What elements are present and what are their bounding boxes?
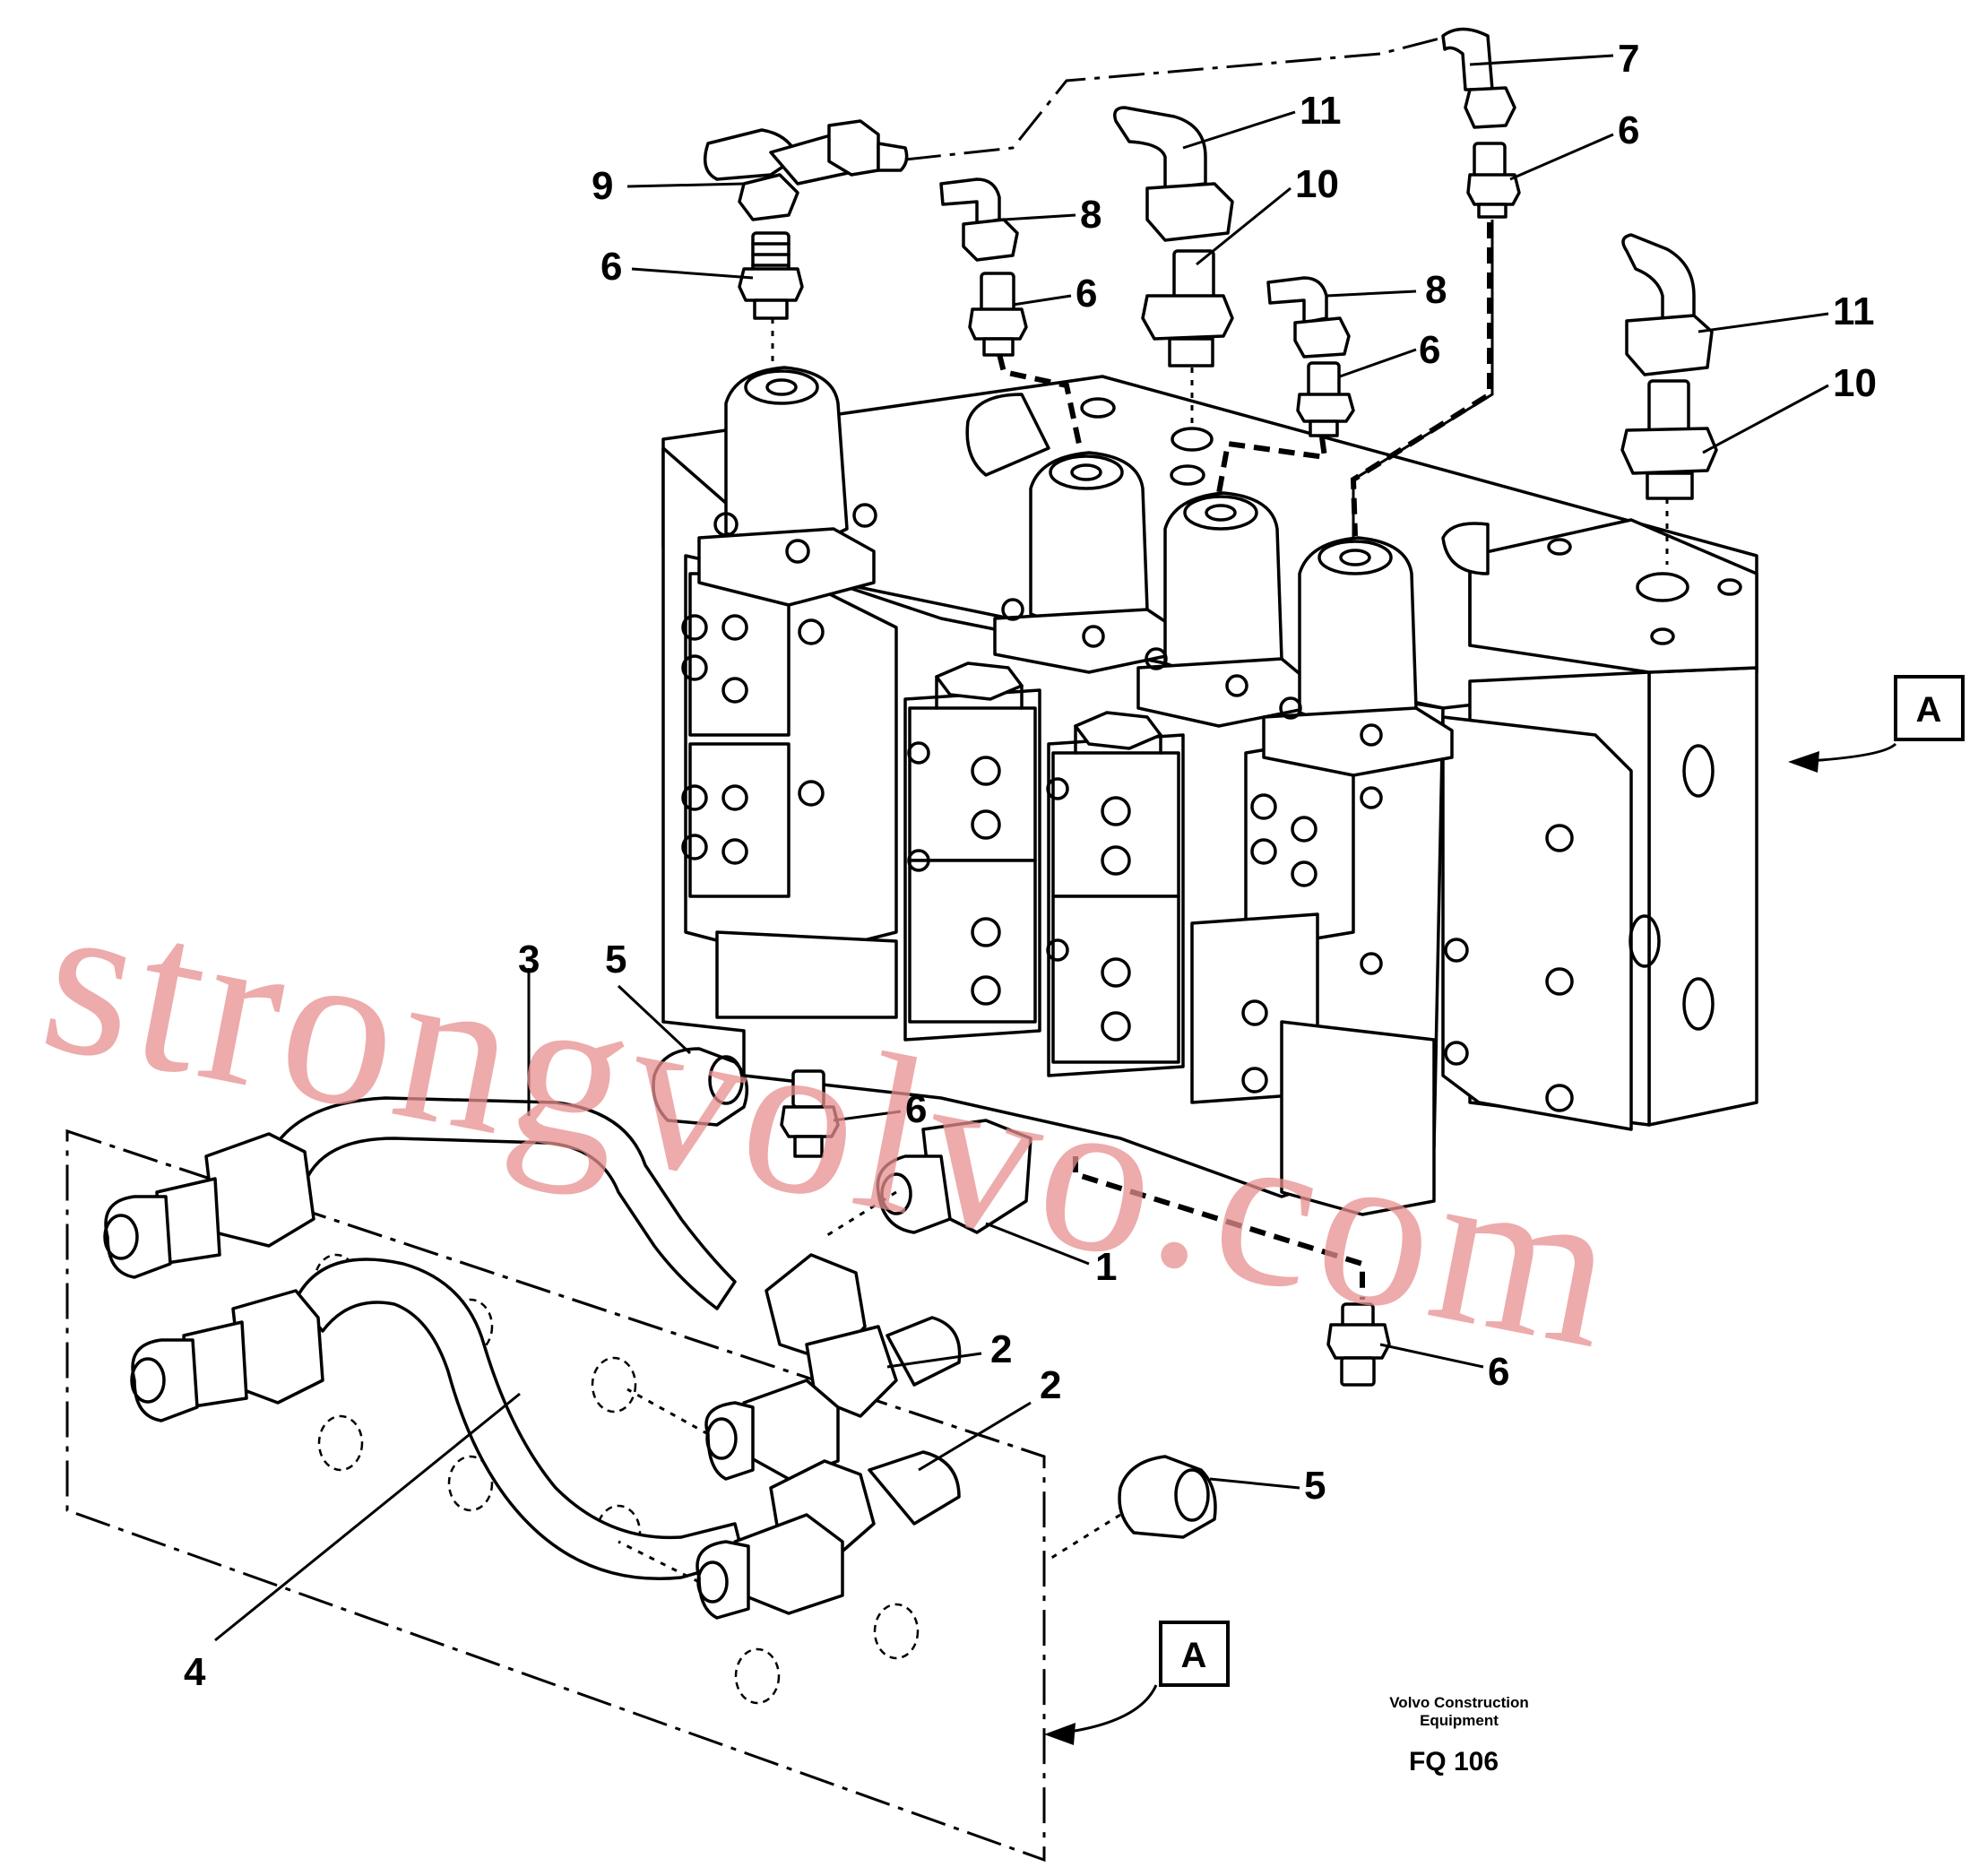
fitting-left-lower [130,1289,324,1422]
plug-5-lower [1118,1455,1217,1539]
leader-lines [214,54,1829,1642]
tee-2-lower [695,1450,961,1620]
callout-labels: 7 6 11 10 9 8 6 6 8 11 6 10 3 5 6 1 2 6 … [184,37,1877,1694]
callout-6-mid-right: 6 [1419,328,1440,372]
callout-2-upper: 2 [990,1327,1012,1371]
lower-connection-lines [618,1156,1365,1584]
callout-5-lower: 5 [1304,1464,1326,1508]
pipe-3 [267,1096,737,1310]
fitting-9-tee [703,119,909,221]
fitting-6-mid-left [968,272,1028,357]
callout-8-right: 8 [1425,268,1447,312]
callout-5-upper: 5 [605,938,626,981]
footer-company: Volvo Construction [1389,1694,1529,1711]
callout-7: 7 [1618,37,1639,81]
callout-6-top-right: 6 [1618,108,1639,152]
footer-code: FQ 106 [1409,1747,1499,1777]
fitting-10-right [1620,379,1718,500]
fitting-6-lower-center [780,1069,840,1158]
fitting-11-right [1621,233,1714,376]
footer: Volvo Construction Equipment FQ 106 [1389,1694,1529,1777]
plug-5-upper [652,1047,749,1127]
callout-10-right: 10 [1833,361,1877,405]
fitting-left-upper [103,1132,315,1279]
callout-3: 3 [518,938,540,981]
pilot-valve-caps [697,366,1490,777]
fitting-10-top [1141,249,1234,367]
callout-1: 1 [1095,1245,1117,1289]
fitting-1 [876,1119,1032,1234]
callout-4: 4 [184,1650,206,1694]
callout-8-left: 8 [1080,193,1101,237]
fitting-6-lower-right [1326,1302,1391,1387]
callout-2-lower: 2 [1040,1363,1061,1407]
view-marker-box-lower: A [1159,1621,1230,1687]
svg-text:A: A [1181,1636,1207,1675]
footer-company-line2: Equipment [1420,1712,1499,1729]
callout-6-mid-left: 6 [1076,272,1097,316]
fitting-6-top-right [1466,142,1521,219]
svg-text:A: A [1916,690,1942,730]
callout-11-top: 11 [1300,89,1342,133]
fitting-6-top-left [738,231,804,320]
fitting-6-mid-right [1296,361,1355,437]
callout-6-top-left: 6 [600,245,622,289]
callout-10-top: 10 [1295,162,1339,206]
callout-9: 9 [592,164,613,208]
view-marker-arrows [1044,742,1897,1745]
callout-6-lower-right: 6 [1488,1350,1509,1394]
fitting-8-right [1266,276,1351,359]
callout-11-right: 11 [1833,290,1875,333]
view-marker-box-right: A [1894,675,1965,741]
fitting-11-top [1113,106,1234,242]
tee-2-upper [704,1253,962,1481]
valve-block [661,375,1758,1216]
fitting-7-top [1441,27,1516,129]
callout-6-lower-center: 6 [905,1087,927,1131]
connection-lines-top [771,36,1669,565]
fitting-8-left [939,177,1019,262]
pipe-4 [294,1258,746,1580]
